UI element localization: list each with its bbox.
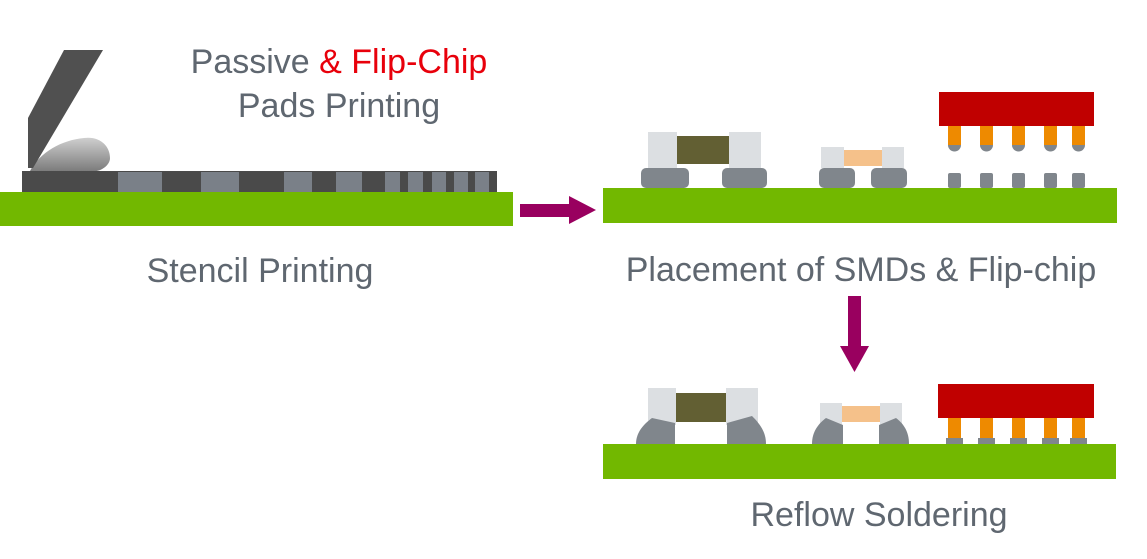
label-placement: Placement of SMDs & Flip-chip <box>626 251 1097 289</box>
label-reflow: Reflow Soldering <box>750 496 1007 534</box>
reflow-stage <box>603 384 1116 479</box>
pcb-board <box>603 444 1116 479</box>
title-passive: Passive <box>191 43 320 81</box>
chip-die <box>939 92 1094 126</box>
stencil-sheet <box>22 171 497 192</box>
placement-stage <box>603 92 1117 223</box>
solder-fillet <box>812 418 843 444</box>
chip-die <box>938 384 1094 418</box>
stage-title: Passive & Flip-Chip <box>191 43 488 81</box>
passive-component-large <box>636 388 766 444</box>
stage-subtitle: Pads Printing <box>238 87 440 125</box>
title-flip-chip: & Flip-Chip <box>319 43 487 81</box>
flip-chip <box>939 92 1094 188</box>
arrow-right-icon <box>520 196 596 224</box>
pcb-board <box>0 192 513 226</box>
stencil-apertures <box>118 172 489 192</box>
pcb-board <box>603 188 1117 223</box>
solder-fillet <box>727 416 766 444</box>
solder-bumps <box>948 126 1085 152</box>
squeegee-blade <box>28 50 103 168</box>
solder-fillet <box>636 418 675 444</box>
passive-component-small <box>812 403 909 444</box>
passive-component-large <box>641 132 767 188</box>
solder-paste-blob <box>30 137 110 171</box>
solder-joints <box>946 418 1087 444</box>
board-pads <box>948 173 1085 188</box>
solder-fillet <box>879 418 909 444</box>
arrow-down-icon <box>840 296 869 372</box>
passive-component-small <box>819 147 907 188</box>
stencil-printing-stage <box>0 50 513 226</box>
label-stencil-printing: Stencil Printing <box>147 252 374 290</box>
flip-chip <box>938 384 1094 444</box>
